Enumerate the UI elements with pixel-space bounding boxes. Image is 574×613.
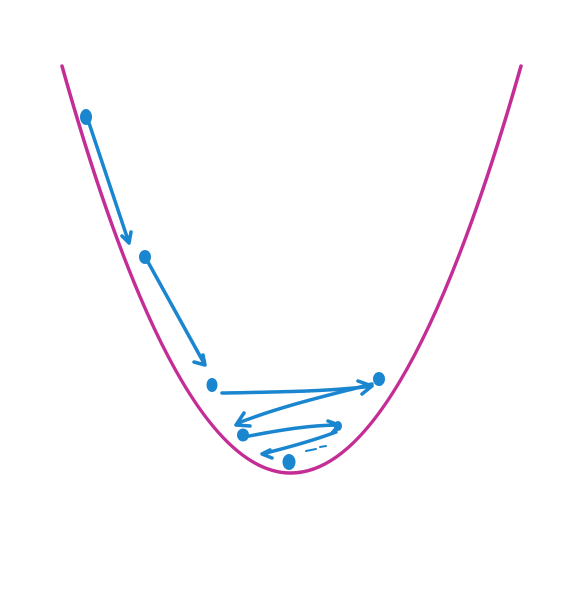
point-1 <box>80 109 92 125</box>
loss-curve <box>60 64 523 475</box>
step-arrow-2 <box>146 260 207 367</box>
step-tick-marks <box>305 445 327 452</box>
descent-points <box>80 109 385 470</box>
point-5 <box>237 428 249 442</box>
step-arrow-3 <box>220 379 374 396</box>
point-2 <box>139 250 151 264</box>
step-arrow-4 <box>234 382 374 428</box>
point-6 <box>334 421 342 431</box>
step-arrow-6 <box>260 430 338 460</box>
point-4 <box>373 372 385 386</box>
point-7-minimum <box>282 454 296 470</box>
step-arrow-1 <box>86 118 133 245</box>
descent-steps <box>86 118 374 460</box>
point-3 <box>206 378 218 392</box>
